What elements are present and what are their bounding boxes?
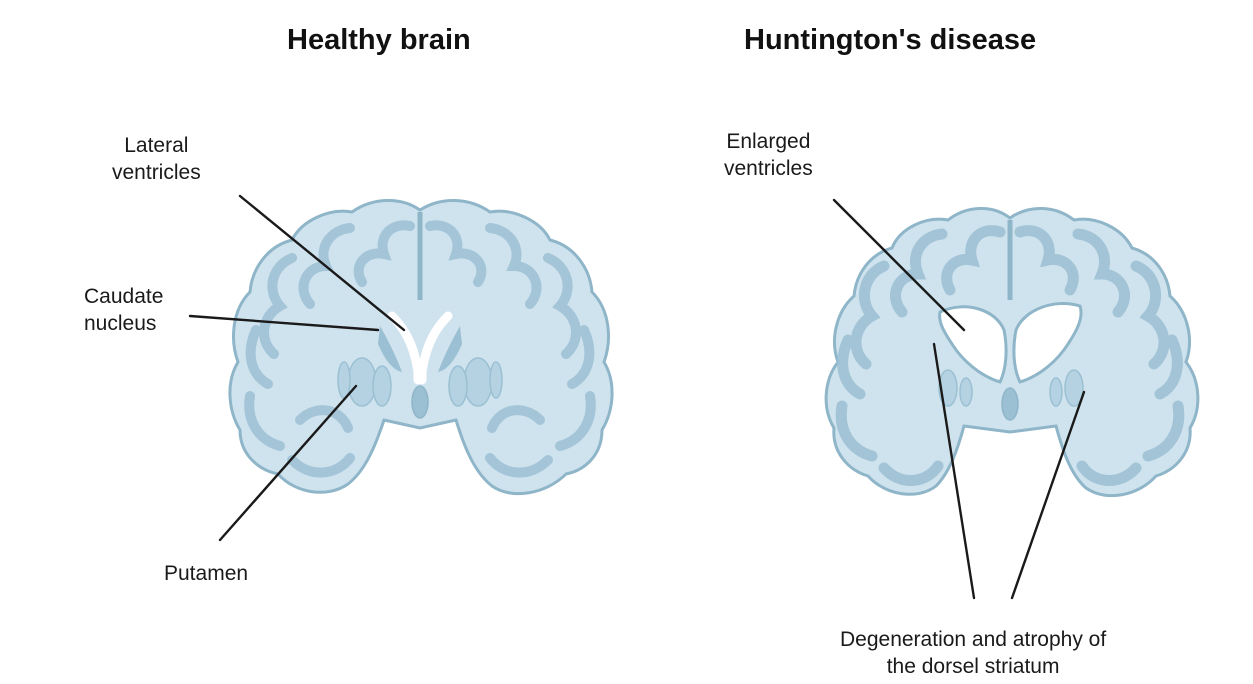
label-putamen-line1: Putamen xyxy=(164,560,248,587)
hd-title: Huntington's disease xyxy=(744,24,1036,57)
healthy-brain-section xyxy=(230,200,612,493)
label-putamen: Putamen xyxy=(164,560,248,587)
label-lateral-ventricles: Lateral ventricles xyxy=(112,132,201,186)
hd-third-ventricle xyxy=(1002,388,1018,420)
label-caudate-nucleus-line1: Caudate xyxy=(84,283,163,310)
label-enlarged-ventricles: Enlarged ventricles xyxy=(724,128,813,182)
healthy-brain-title: Healthy brain xyxy=(287,24,471,57)
healthy-third-ventricle xyxy=(412,386,428,418)
label-lateral-ventricles-line1: Lateral xyxy=(112,132,201,159)
label-degeneration: Degeneration and atrophy of the dorsel s… xyxy=(840,626,1106,680)
label-degeneration-line2: the dorsel striatum xyxy=(840,653,1106,680)
label-caudate-nucleus: Caudate nucleus xyxy=(84,283,163,337)
label-caudate-nucleus-line2: nucleus xyxy=(84,310,163,337)
label-degeneration-line1: Degeneration and atrophy of xyxy=(840,626,1106,653)
hd-brain-section xyxy=(826,208,1198,495)
label-enlarged-ventricles-line1: Enlarged xyxy=(724,128,813,155)
label-lateral-ventricles-line2: ventricles xyxy=(112,159,201,186)
label-enlarged-ventricles-line2: ventricles xyxy=(724,155,813,182)
